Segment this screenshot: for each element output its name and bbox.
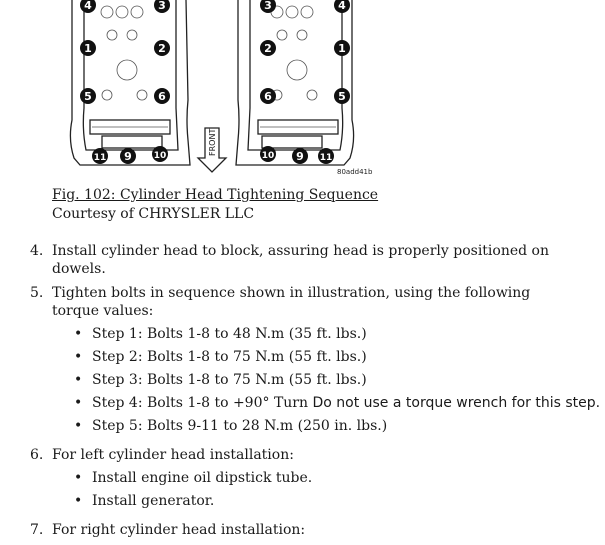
front-label: FRONT bbox=[208, 129, 217, 156]
svg-text:9: 9 bbox=[296, 150, 304, 163]
svg-text:2: 2 bbox=[264, 42, 272, 55]
figure-courtesy: Courtesy of CHRYSLER LLC bbox=[52, 206, 255, 222]
right-bolt-6: 6 bbox=[260, 88, 276, 104]
right-bolt-5: 5 bbox=[334, 88, 350, 104]
list-item: Install engine oil dipstick tube. bbox=[52, 469, 605, 492]
svg-text:3: 3 bbox=[264, 0, 272, 12]
svg-text:1: 1 bbox=[338, 42, 346, 55]
left-bolt-5: 5 bbox=[80, 88, 96, 104]
list-item: Step 1: Bolts 1-8 to 48 N.m (35 ft. lbs.… bbox=[52, 325, 605, 348]
figure-code: 80add41b bbox=[337, 168, 373, 176]
svg-text:4: 4 bbox=[338, 0, 346, 12]
svg-text:4: 4 bbox=[84, 0, 92, 12]
right-bolt-4: 4 bbox=[334, 0, 350, 13]
left-bolt-4: 4 bbox=[80, 0, 96, 13]
svg-text:2: 2 bbox=[158, 42, 166, 55]
left-bolt-9: 9 bbox=[120, 148, 136, 164]
svg-text:11: 11 bbox=[320, 153, 333, 163]
list-item: Install generator. bbox=[52, 492, 605, 515]
right-bolt-3: 3 bbox=[260, 0, 276, 13]
svg-text:6: 6 bbox=[158, 90, 166, 103]
left-bolt-11: 11 bbox=[92, 148, 108, 164]
right-bolt-9: 9 bbox=[292, 148, 308, 164]
left-bolt-1: 1 bbox=[80, 40, 96, 56]
list-item: Step 3: Bolts 1-8 to 75 N.m (55 ft. lbs.… bbox=[52, 371, 605, 394]
svg-text:5: 5 bbox=[84, 90, 92, 103]
left-bolt-2: 2 bbox=[154, 40, 170, 56]
figure-title: Fig. 102: Cylinder Head Tightening Seque… bbox=[52, 187, 379, 203]
step-4: 4. Install cylinder head to block, assur… bbox=[30, 243, 549, 277]
step-6: 6. For left cylinder head installation: … bbox=[0, 446, 605, 515]
cylinder-head-figure: FRONT 80add41b 4 3 1 2 5 6 11 9 10 3 4 2 1 6 5 10 9 11 bbox=[69, 0, 373, 176]
svg-text:5: 5 bbox=[338, 90, 346, 103]
list-item: Step 5: Bolts 9-11 to 28 N.m (250 in. lb… bbox=[52, 417, 605, 440]
figure-caption: Fig. 102: Cylinder Head Tightening Seque… bbox=[52, 186, 378, 224]
step-7: 7. For right cylinder head installation: bbox=[30, 522, 306, 538]
step-5: 5. Tighten bolts in sequence shown in il… bbox=[0, 284, 605, 440]
svg-text:10: 10 bbox=[154, 151, 167, 161]
left-bolt-10: 10 bbox=[152, 146, 168, 162]
procedure-steps: 4. Install cylinder head to block, assur… bbox=[0, 242, 605, 545]
right-bolt-1: 1 bbox=[334, 40, 350, 56]
svg-text:3: 3 bbox=[158, 0, 166, 12]
left-bolt-6: 6 bbox=[154, 88, 170, 104]
right-bolt-11: 11 bbox=[318, 148, 334, 164]
right-bolt-10: 10 bbox=[260, 146, 276, 162]
left-bolt-3: 3 bbox=[154, 0, 170, 13]
svg-text:9: 9 bbox=[124, 150, 132, 163]
svg-text:1: 1 bbox=[84, 42, 92, 55]
list-item: Step 4: Bolts 1-8 to +90° Turn Do not us… bbox=[52, 394, 605, 417]
svg-text:6: 6 bbox=[264, 90, 272, 103]
svg-text:10: 10 bbox=[262, 151, 275, 161]
right-bolt-2: 2 bbox=[260, 40, 276, 56]
list-item: Step 2: Bolts 1-8 to 75 N.m (55 ft. lbs.… bbox=[52, 348, 605, 371]
svg-text:11: 11 bbox=[94, 153, 107, 163]
